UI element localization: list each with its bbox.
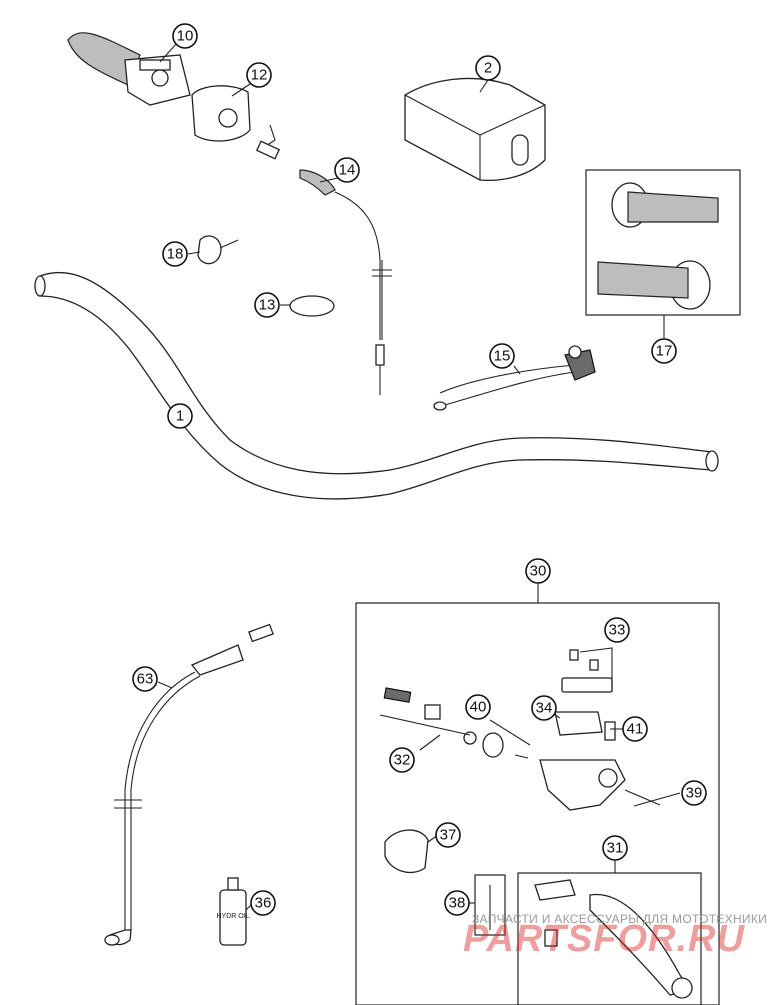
svg-text:38: 38: [449, 895, 466, 912]
callout-14: 14: [334, 157, 360, 183]
svg-text:33: 33: [609, 622, 626, 639]
callout-1: 1: [167, 403, 193, 429]
callout-2: 2: [475, 55, 501, 81]
svg-text:30: 30: [530, 563, 547, 580]
callout-39: 39: [681, 780, 707, 806]
svg-text:12: 12: [251, 67, 268, 84]
master-cylinder-assembly: [355, 583, 720, 1005]
svg-text:32: 32: [394, 752, 411, 769]
throttle-grip: [67, 32, 191, 106]
callout-10: 10: [172, 23, 198, 49]
bar-pad: [404, 77, 546, 181]
callout-34: 34: [531, 695, 557, 721]
handlebar: [34, 271, 719, 500]
o-ring: [289, 295, 335, 317]
svg-text:15: 15: [494, 348, 511, 365]
svg-text:34: 34: [536, 700, 553, 717]
svg-text:10: 10: [177, 28, 194, 45]
callout-13: 13: [254, 292, 280, 318]
cable-tie: [197, 235, 239, 265]
bottle-label: HYDR OIL: [216, 913, 249, 920]
callout-38: 38: [444, 890, 470, 916]
throttle-cable: [255, 124, 392, 395]
callout-63: 63: [132, 666, 158, 692]
callout-30: 30: [525, 558, 551, 584]
watermark-subtitle: ЗАПЧАСТИ И АКСЕССУАРЫ ДЛЯ МОТОТЕХНИКИ: [472, 912, 768, 926]
svg-text:13: 13: [259, 297, 276, 314]
svg-text:37: 37: [440, 827, 457, 844]
svg-text:17: 17: [656, 343, 673, 360]
kill-switch: [433, 345, 596, 411]
svg-text:31: 31: [607, 840, 624, 857]
callout-31: 31: [602, 835, 628, 861]
callout-17: 17: [651, 338, 677, 364]
svg-text:41: 41: [627, 721, 644, 738]
callout-15: 15: [489, 343, 515, 369]
svg-text:14: 14: [339, 162, 356, 179]
svg-text:1: 1: [176, 408, 184, 425]
callout-18: 18: [162, 241, 188, 267]
throttle-cover: [191, 85, 251, 142]
hydraulic-oil-bottle: [219, 877, 247, 946]
callout-37: 37: [435, 822, 461, 848]
svg-text:2: 2: [484, 60, 492, 77]
watermark-brand: PARTSFOR.RU: [463, 918, 745, 960]
svg-text:36: 36: [255, 895, 272, 912]
callout-12: 12: [246, 62, 272, 88]
callout-40: 40: [465, 694, 491, 720]
callout-33: 33: [604, 617, 630, 643]
clutch-cable: [104, 623, 274, 946]
svg-text:63: 63: [137, 671, 154, 688]
callout-36: 36: [250, 890, 276, 916]
svg-text:39: 39: [686, 785, 703, 802]
callout-41: 41: [622, 716, 648, 742]
svg-text:18: 18: [167, 246, 184, 263]
grip-set: [585, 169, 741, 340]
callout-32: 32: [389, 747, 415, 773]
svg-text:40: 40: [470, 699, 487, 716]
